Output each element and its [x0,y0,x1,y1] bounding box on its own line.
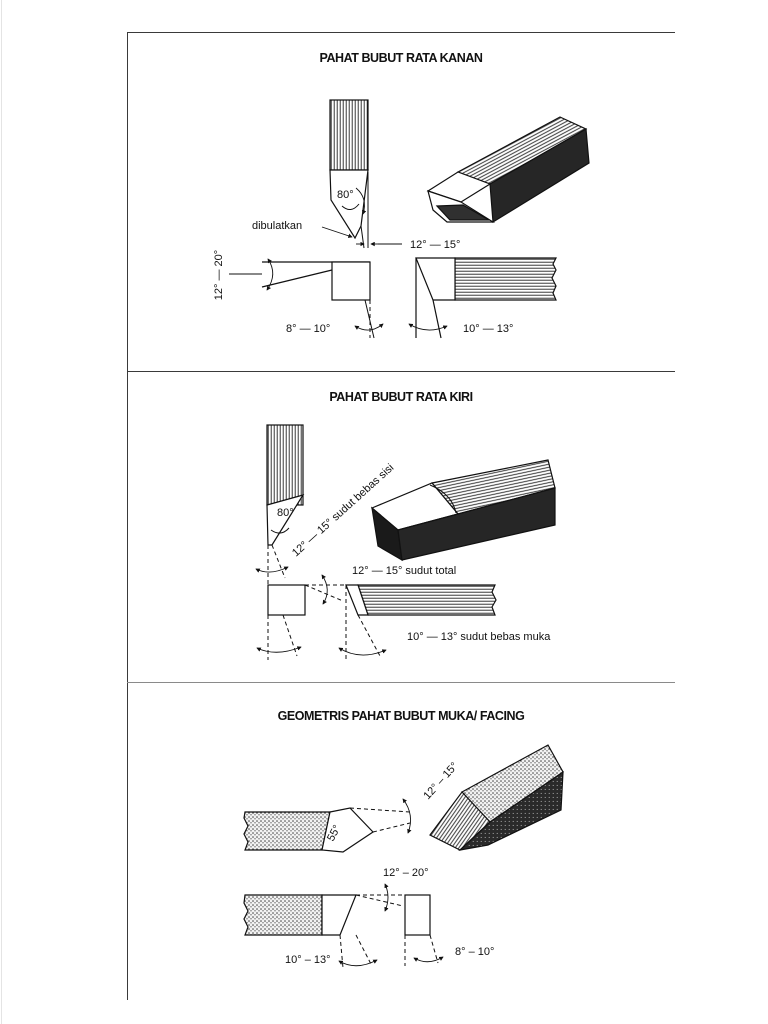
figure-facing-tool: 55° 12° – 15° 12° – 20° 10° – 13° 8° – 1… [243,744,564,969]
rake-angle-view [229,258,384,339]
tool-3d-view [429,744,564,851]
side-clearance-label: 12° — 15° [410,239,460,251]
tool-top-view [243,798,412,853]
end-clearance-label: 8° – 10° [455,946,494,958]
side-profile-view [243,883,405,969]
front-clearance-label: 10° — 13° [463,323,513,335]
total-angle-label: 12° — 15° sudut total [352,565,456,577]
table-top-border [127,32,675,33]
section-divider-1 [127,371,675,372]
tip-angle-label: 80° [277,507,294,519]
section-title-facing-tool: GEOMETRIS PAHAT BUBUT MUKA/ FACING [277,709,525,723]
rounded-label: dibulatkan [252,220,302,232]
end-clearance-label: 8° — 10° [286,323,330,335]
end-view [404,894,444,966]
table-left-border [127,32,128,1000]
side-profile-view [338,584,497,660]
tool-top-view [255,424,305,660]
rake-angle-label: 12° — 20° [213,250,225,300]
page-edge-line [1,0,2,1024]
figure-left-hand-tool: 80° 12° — 15° sudut bebas sisi 12° — 15°… [255,424,556,660]
tool-3d-view [370,459,556,562]
tool-top-view [321,99,402,249]
front-clearance-label: 10° – 13° [285,954,331,966]
section-divider-2 [127,682,675,683]
rake-angle-label: 12° – 20° [383,867,429,879]
end-view [256,574,345,660]
section-title-right-hand-tool: PAHAT BUBUT RATA KANAN [319,51,483,65]
side-clearance-label: 12° – 15° [421,760,460,802]
tool-3d-view [426,116,590,224]
figure-right-hand-tool: 80° dibulatkan 12° — 15° 12° — 20° 8° — … [213,99,590,339]
side-profile-view [408,257,557,339]
front-clearance-label: 10° — 13° sudut bebas muka [407,631,551,643]
tip-angle-label: 80° [337,189,354,201]
section-title-left-hand-tool: PAHAT BUBUT RATA KIRI [329,390,473,404]
